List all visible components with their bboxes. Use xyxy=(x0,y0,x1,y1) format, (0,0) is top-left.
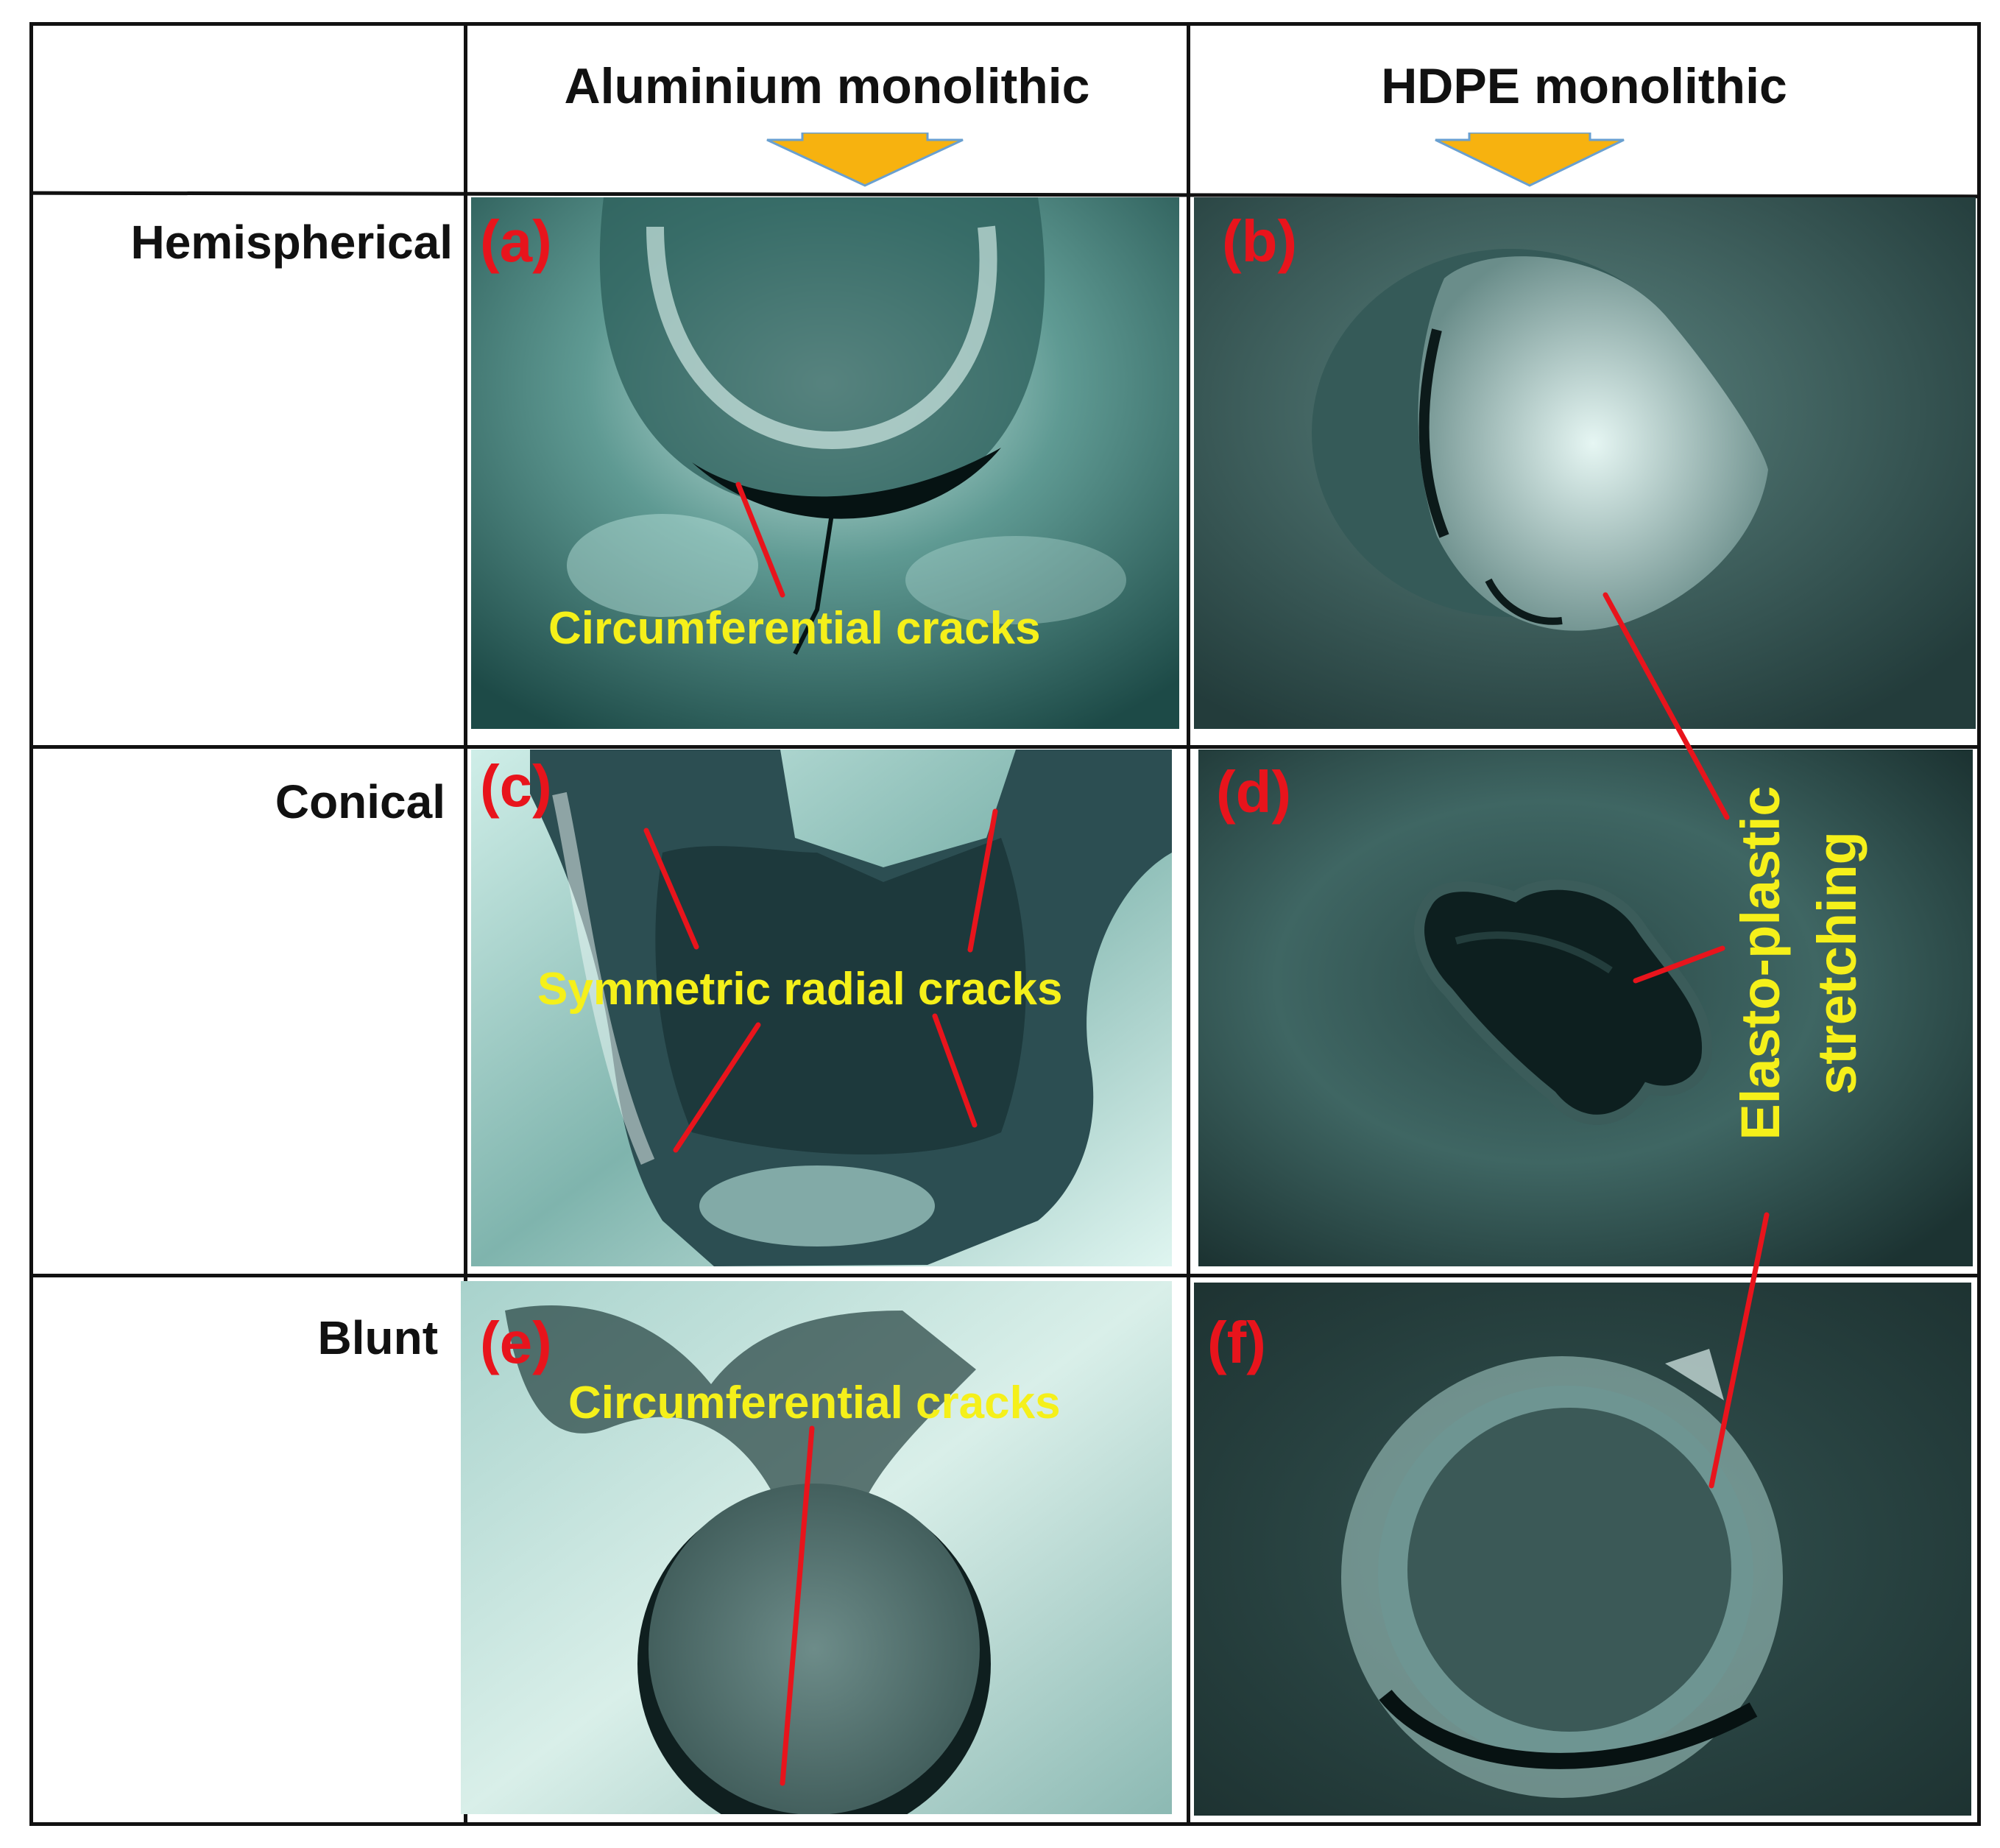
photo-panel-e xyxy=(461,1281,1172,1814)
annotation-symmetric-radial-cracks: Symmetric radial cracks xyxy=(537,964,1063,1015)
arrow-down-icon xyxy=(766,133,964,187)
annotation-circumferential-cracks-e: Circumferential cracks xyxy=(568,1378,1061,1428)
panel-letter-b: (b) xyxy=(1222,208,1298,274)
row-divider-2 xyxy=(29,1274,1980,1277)
annotation-line-2: stretching xyxy=(1806,831,1868,1095)
column-header-hdpe: HDPE monolithic xyxy=(1381,58,1787,114)
photo-panel-f xyxy=(1194,1283,1971,1816)
panel-letter-a: (a) xyxy=(480,208,552,274)
row-label-blunt: Blunt xyxy=(317,1311,439,1364)
row-label-hemispherical: Hemispherical xyxy=(130,216,453,269)
annotation-line-1: Elasto-plastic xyxy=(1730,786,1791,1140)
column-divider-2 xyxy=(1187,22,1190,1826)
annotation-circumferential-cracks-a: Circumferential cracks xyxy=(548,603,1041,654)
border-right xyxy=(1977,22,1981,1826)
row-label-conical: Conical xyxy=(275,775,445,828)
photo-panel-d xyxy=(1198,750,1973,1266)
border-top xyxy=(29,22,1980,26)
panel-letter-c: (c) xyxy=(480,753,552,819)
row-divider-1 xyxy=(29,745,1980,749)
panel-letter-d: (d) xyxy=(1216,759,1292,825)
photo-panel-b xyxy=(1194,197,1976,729)
column-divider-1 xyxy=(464,22,467,1826)
photo-panel-a xyxy=(471,197,1179,729)
panel-letter-e: (e) xyxy=(480,1310,552,1375)
border-bottom xyxy=(29,1822,1980,1826)
arrow-down-icon xyxy=(1435,133,1625,187)
annotation-elasto-plastic-stretching: Elasto-plastic stretching xyxy=(1722,698,1876,1228)
panel-letter-f: (f) xyxy=(1207,1310,1266,1375)
border-left xyxy=(29,22,33,1826)
column-header-aluminium: Aluminium monolithic xyxy=(564,58,1090,114)
